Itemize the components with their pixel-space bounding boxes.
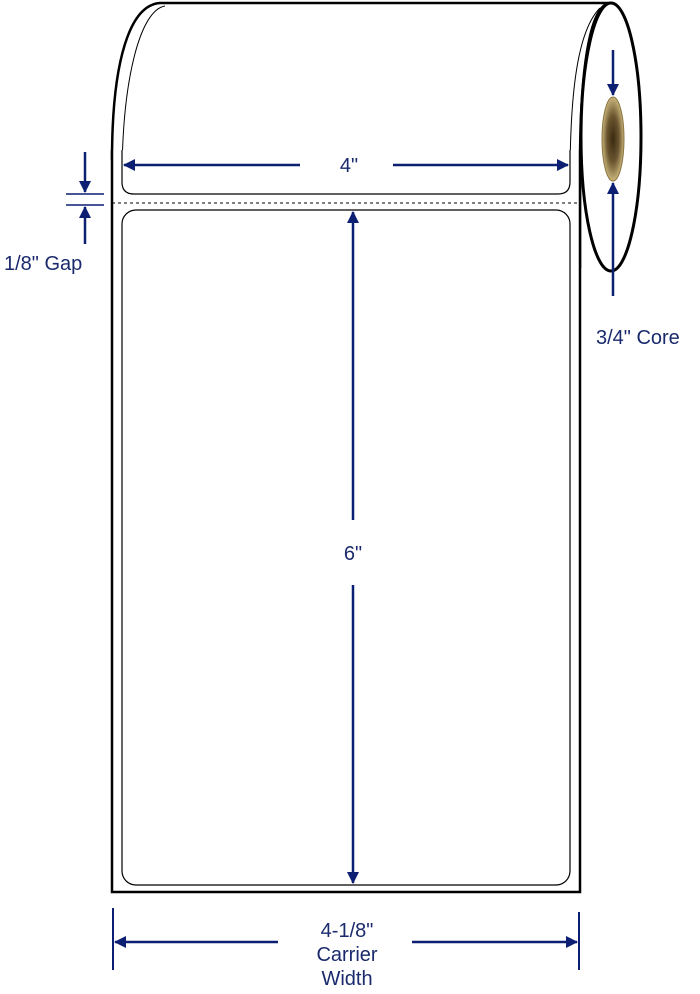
label-width-text: 4" bbox=[340, 155, 358, 177]
label-height-dimension: 6" bbox=[344, 211, 362, 884]
core-hole bbox=[601, 96, 625, 182]
core-text: 3/4" Core bbox=[596, 327, 680, 349]
core-dimension: 3/4" Core bbox=[596, 50, 680, 349]
label-width-dimension: 4" bbox=[123, 155, 569, 177]
carrier-text-line1: 4-1/8" bbox=[321, 920, 374, 942]
roll-end bbox=[579, 1, 643, 273]
label-height-text: 6" bbox=[344, 543, 362, 565]
gap-dimension: 1/8" Gap bbox=[4, 152, 104, 275]
carrier-text-line3: Width bbox=[321, 968, 372, 990]
gap-text: 1/8" Gap bbox=[4, 253, 82, 275]
carrier-text-line2: Carrier bbox=[316, 944, 377, 966]
carrier-width-dimension: 4-1/8" Carrier Width bbox=[112, 908, 580, 990]
main-label bbox=[121, 209, 571, 886]
top-label bbox=[121, 150, 571, 195]
